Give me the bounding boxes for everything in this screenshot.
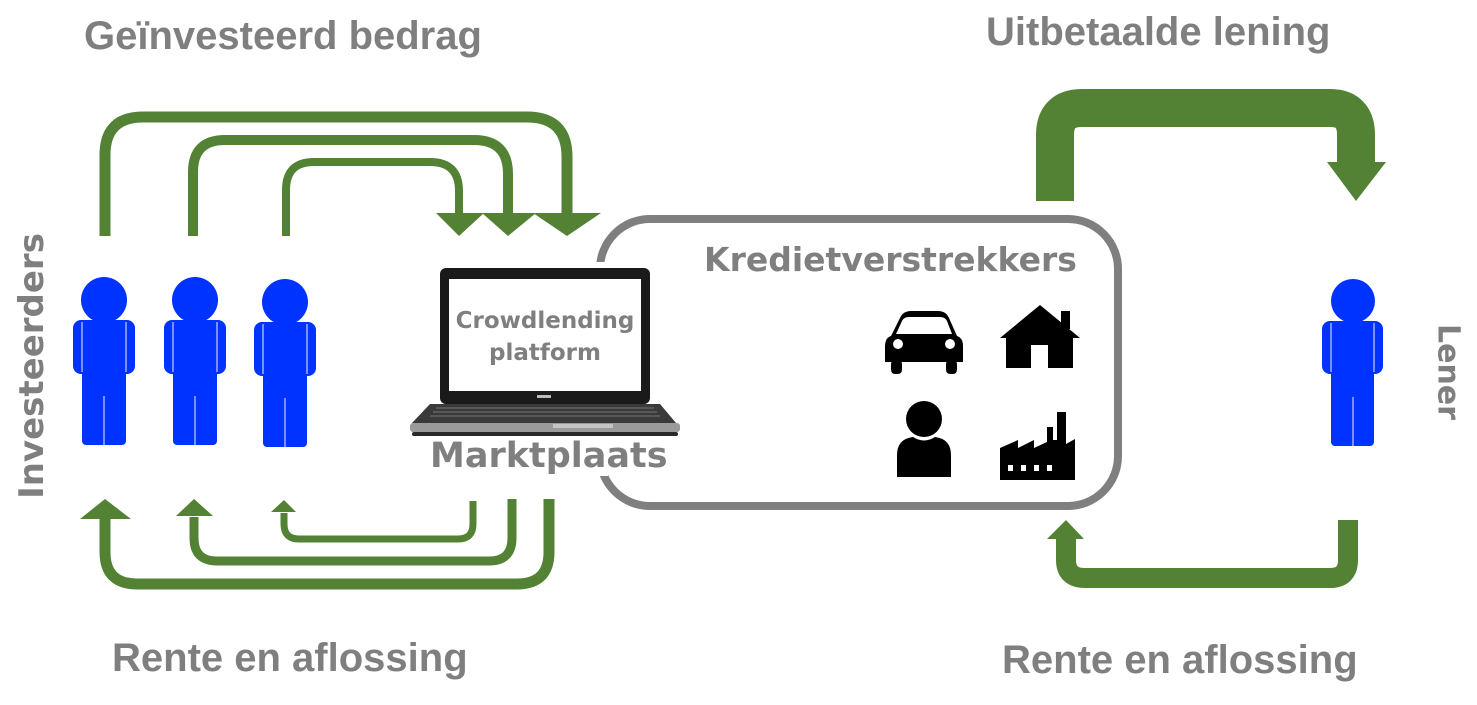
return-arrow-2 — [189, 499, 517, 566]
house-icon — [1000, 305, 1080, 368]
return-arrow-1 — [99, 499, 555, 590]
platform-screen-text: Crowdlending platform — [449, 305, 641, 369]
invest-arrow-1 — [99, 111, 573, 236]
investor-person-3 — [254, 279, 316, 447]
repay-arrow-right-head — [1047, 520, 1084, 539]
interest-repayment-left-label: Rente en aflossing — [112, 636, 468, 680]
platform-line-1: Crowdlending — [455, 308, 635, 334]
lenders-label: Kredietverstrekkers — [704, 240, 1077, 279]
investor-person-1 — [73, 277, 135, 445]
return-arrow-2-head — [176, 499, 213, 516]
paid-out-loan-label: Uitbetaalde lening — [986, 10, 1331, 54]
investors-label: Investeerders — [12, 233, 52, 499]
car-icon — [885, 311, 963, 374]
laptop-icon — [410, 268, 680, 436]
invest-arrow-2 — [188, 135, 513, 236]
invest-arrow-3 — [282, 158, 463, 236]
invested-amount-label: Geïnvesteerd bedrag — [84, 14, 482, 58]
payout-arrow-head — [1327, 162, 1386, 201]
invest-arrow-2-head — [482, 213, 536, 236]
repay-arrow-right — [1056, 520, 1358, 588]
return-arrow-1-head — [80, 499, 131, 519]
interest-repayment-right-label: Rente en aflossing — [1002, 638, 1358, 682]
return-arrow-3-head — [271, 500, 296, 512]
platform-line-2: platform — [489, 340, 601, 366]
invest-arrow-3-head — [436, 213, 484, 236]
return-arrow-3 — [280, 501, 477, 543]
factory-icon — [1000, 412, 1075, 480]
invest-arrow-1-head — [533, 213, 601, 236]
borrower-label: Lener — [1430, 324, 1466, 420]
marketplace-label: Marktplaats — [430, 436, 668, 476]
investor-person-2 — [164, 277, 226, 445]
payout-arrow — [1036, 89, 1375, 201]
user-icon — [897, 401, 951, 477]
borrower-person — [1322, 279, 1383, 446]
